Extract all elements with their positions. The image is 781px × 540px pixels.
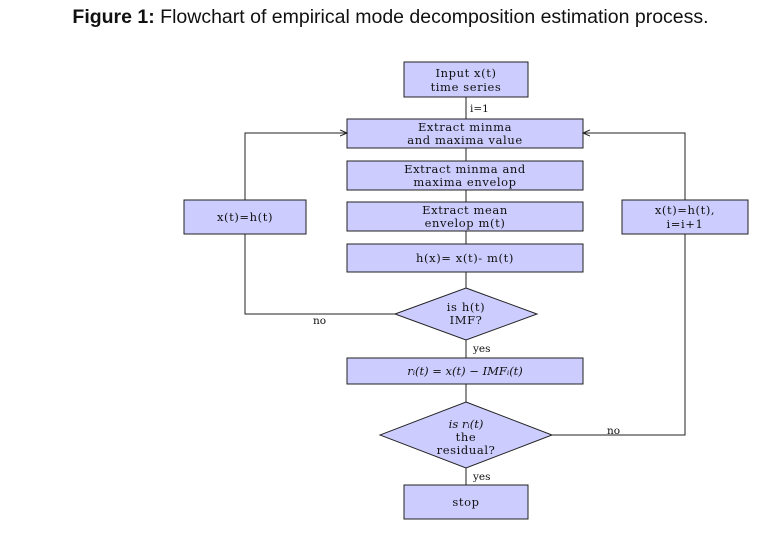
edge-res-yes-label: yes	[472, 471, 491, 483]
left-update-text: x(t)=h(t)	[217, 210, 273, 224]
right-update-box	[621, 199, 749, 235]
edge-res-no-label: no	[607, 425, 620, 437]
is-imf-line-1: is h(t)	[447, 300, 485, 314]
right-update-line-2: i=i+1	[667, 217, 704, 231]
is-residual-line-2: the	[456, 430, 477, 444]
edge-right-to-extrema	[583, 133, 686, 200]
extract-mean-line-2: envelop m(t)	[425, 216, 506, 230]
input-line-1: Input x(t)	[435, 66, 496, 80]
h-formula-text: h(x)= x(t)- m(t)	[416, 251, 514, 265]
extract-envelop-line-2: maxima envelop	[413, 175, 516, 189]
residual-formula-text: rᵢ(t) = x(t) − IMFᵢ(t)	[407, 364, 523, 378]
extract-extrema-line-2: and maxima value	[407, 133, 522, 147]
edge-imf-no-label: no	[313, 315, 326, 327]
is-residual-line-3: residual?	[437, 443, 496, 457]
extract-mean-box	[346, 201, 584, 232]
input-line-2: time series	[431, 80, 502, 94]
figure-title: Flowchart of empirical mode decompositio…	[154, 6, 709, 28]
edge-init-label: i=1	[470, 103, 489, 115]
input-box	[403, 61, 529, 98]
right-update-line-1: x(t)=h(t),	[655, 203, 715, 217]
extract-extrema-line-1: Extract minma	[418, 120, 512, 134]
residual-formula-box	[346, 357, 584, 385]
stop-text: stop	[452, 495, 479, 509]
extract-envelop-box	[346, 160, 584, 191]
extract-envelop-line-1: Extract minma and	[404, 162, 526, 176]
edge-imf-yes-label: yes	[472, 343, 491, 355]
edge-res-no	[552, 234, 686, 436]
edge-left-to-extrema	[244, 133, 347, 200]
left-update-box	[183, 199, 307, 235]
h-formula-box	[346, 243, 584, 273]
figure-caption: Figure 1: Flowchart of empirical mode de…	[0, 6, 781, 29]
edge-imf-no	[244, 234, 395, 315]
extract-mean-line-1: Extract mean	[422, 203, 508, 217]
stop-box	[403, 484, 529, 520]
figure-label: Figure 1:	[72, 6, 155, 28]
is-imf-line-2: IMF?	[450, 313, 483, 327]
is-residual-line-1: is rᵢ(t)	[449, 417, 484, 431]
